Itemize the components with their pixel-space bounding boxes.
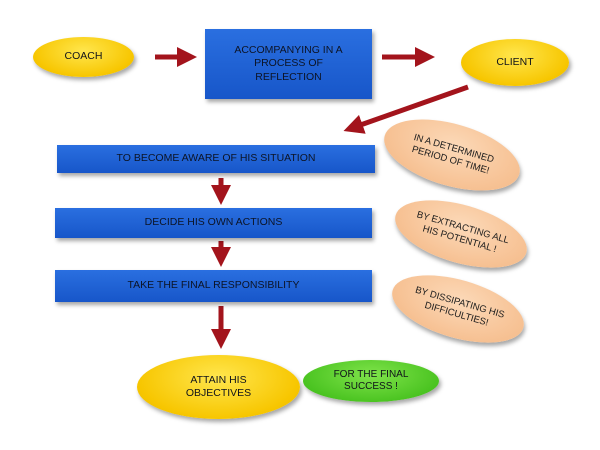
step3-label: TAKE THE FINAL RESPONSIBILITY xyxy=(127,279,300,292)
success-node: FOR THE FINAL SUCCESS ! xyxy=(303,360,439,402)
success-label: FOR THE FINAL SUCCESS ! xyxy=(333,368,409,393)
note-extracting-potential-label: BY EXTRACTING ALL HIS POTENTIAL ! xyxy=(415,209,511,256)
step2-label: DECIDE HIS OWN ACTIONS xyxy=(144,216,283,229)
step3-box: TAKE THE FINAL RESPONSIBILITY xyxy=(55,270,372,302)
accompanying-box: ACCOMPANYING IN A PROCESS OF REFLECTION xyxy=(205,29,372,99)
goal-node: ATTAIN HIS OBJECTIVES xyxy=(137,355,300,419)
client-label: CLIENT xyxy=(496,55,534,68)
goal-label: ATTAIN HIS OBJECTIVES xyxy=(185,373,252,399)
step1-label: TO BECOME AWARE OF HIS SITUATION xyxy=(116,152,316,165)
coach-node: COACH xyxy=(33,37,134,77)
accompanying-label: ACCOMPANYING IN A PROCESS OF REFLECTION xyxy=(234,44,343,83)
step2-box: DECIDE HIS OWN ACTIONS xyxy=(55,208,372,238)
arrow-client-to-step1 xyxy=(343,84,469,134)
note-determined-period-label: IN A DETERMINED PERIOD OF TIME! xyxy=(410,132,496,177)
coach-label: COACH xyxy=(64,50,103,63)
note-dissipating-difficulties-label: BY DISSIPATING HIS DIFFICULTIES! xyxy=(413,284,506,329)
step1-box: TO BECOME AWARE OF HIS SITUATION xyxy=(57,145,375,173)
client-node: CLIENT xyxy=(461,39,569,86)
